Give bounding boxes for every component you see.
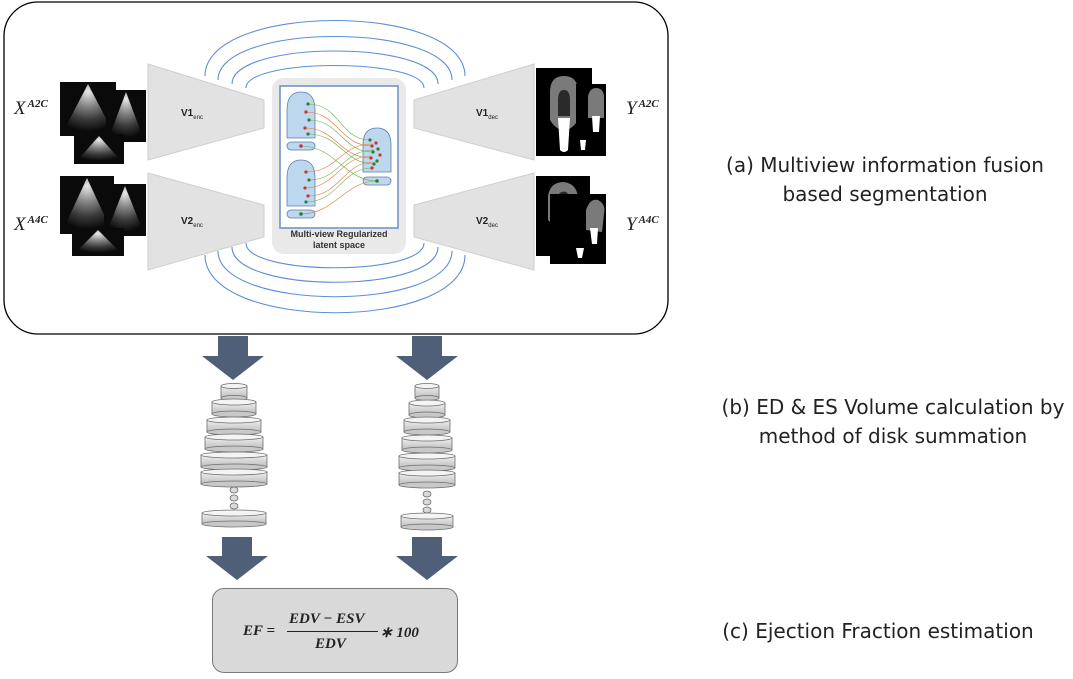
caption-b: (b) ED & ES Volume calculation by method… — [721, 395, 1065, 448]
formula-lhs: EF = — [243, 623, 276, 639]
caption-a: (a) Multiview information fusion based s… — [726, 153, 1044, 206]
label-decoder-v1: V1dec — [476, 108, 498, 121]
output-masks-a4c — [536, 176, 606, 264]
formula-factor: ∗ 100 — [380, 625, 419, 641]
arrow-down-right-top — [396, 336, 458, 380]
label-encoder-v1: V1enc — [181, 108, 203, 121]
label-encoder-v2: V2enc — [181, 216, 203, 229]
latent-space-label: Multi-view Regularized latent space — [290, 229, 388, 250]
fraction-bar — [287, 631, 378, 633]
arrow-down-left-bottom — [206, 537, 268, 580]
formula-denominator: EDV — [315, 636, 346, 652]
ef-formula-box — [212, 588, 458, 673]
caption-c: (c) Ejection Fraction estimation — [722, 619, 1034, 643]
decoder-v2 — [413, 172, 535, 271]
encoder-v2 — [147, 172, 265, 271]
disk-stack-right — [398, 383, 456, 531]
latent-points — [299, 102, 382, 216]
output-masks-a2c — [536, 68, 606, 156]
formula-numerator: EDV − ESV — [289, 611, 365, 627]
skip-connection-arcs — [204, 20, 466, 314]
disk-stack-left — [200, 383, 268, 528]
decoder-v1 — [413, 63, 535, 161]
latent-space-box — [272, 78, 406, 254]
input-images-a4c — [60, 176, 146, 256]
arrow-down-right-bottom — [396, 537, 458, 580]
input-images-a2c — [60, 82, 146, 164]
label-decoder-v2: V2dec — [476, 216, 498, 229]
encoder-v1 — [147, 63, 265, 161]
arrow-down-left-top — [202, 336, 264, 380]
